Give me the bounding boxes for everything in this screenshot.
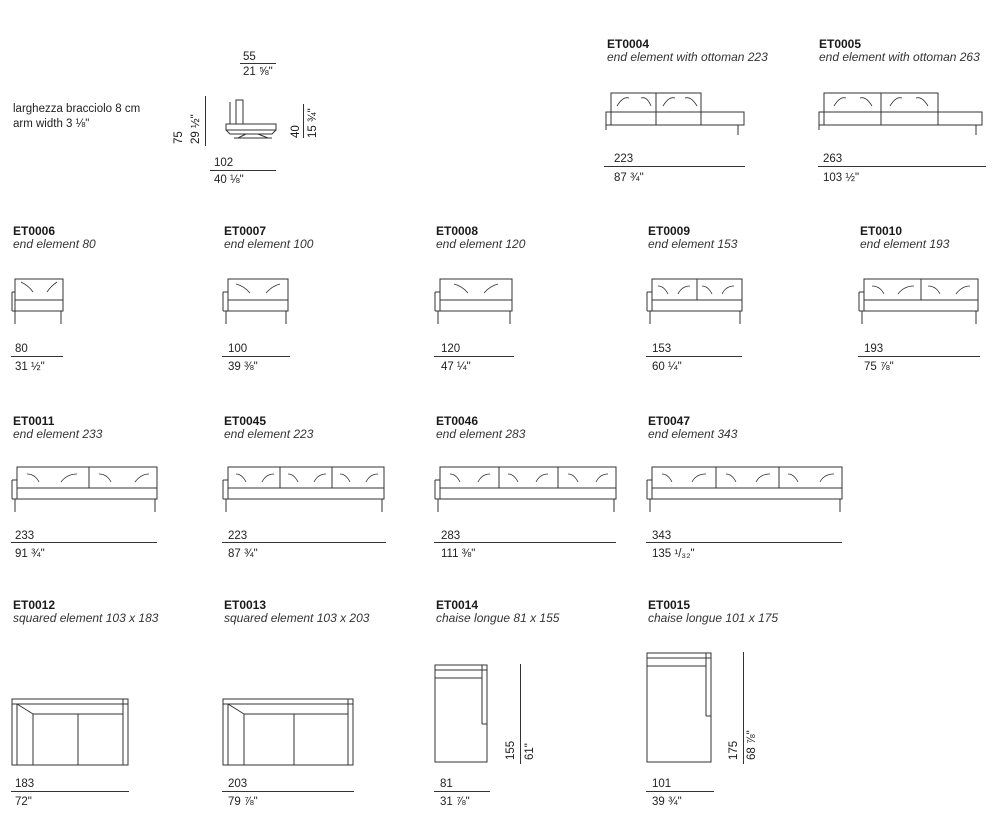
product-description: end element with ottoman 263 xyxy=(819,50,980,64)
product-code: ET0045 xyxy=(224,414,267,428)
sofa-drawing xyxy=(222,466,385,512)
width-cm: 81 xyxy=(440,778,453,790)
section-view-drawing xyxy=(225,99,277,139)
product-description: end element 233 xyxy=(13,427,103,441)
width-cm: 101 xyxy=(652,778,672,790)
product-description: chaise longue 81 x 155 xyxy=(436,611,560,625)
width-in: 31 ½" xyxy=(15,361,45,373)
product-description: end element 153 xyxy=(648,237,738,251)
sofa-drawing xyxy=(646,278,743,324)
product-code: ET0006 xyxy=(13,224,56,238)
product-code: ET0005 xyxy=(819,37,862,51)
product-code: ET0014 xyxy=(436,598,479,612)
width-cm: 153 xyxy=(652,343,672,355)
product-description: end element 80 xyxy=(13,237,96,251)
product-code: ET0004 xyxy=(607,37,650,51)
width-in: 91 ¾" xyxy=(15,548,45,560)
width-cm: 203 xyxy=(228,778,248,790)
product-description: end element 343 xyxy=(648,427,738,441)
seat-height-cm: 40 xyxy=(290,125,302,138)
depth-cm: 175 xyxy=(728,740,740,760)
width-cm: 223 xyxy=(228,530,248,542)
sofa-drawing xyxy=(434,466,617,512)
sofa-drawing xyxy=(858,278,979,324)
width-in: 79 ⅞" xyxy=(228,796,258,808)
sofa-drawing xyxy=(222,278,289,324)
width-cm: 100 xyxy=(228,343,248,355)
width-in: 39 ⅜" xyxy=(228,361,258,373)
product-description: squared element 103 x 183 xyxy=(13,611,159,625)
width-in: 135 ¹/₃₂" xyxy=(652,548,695,560)
product-description: chaise longue 101 x 175 xyxy=(648,611,779,625)
product-code: ET0009 xyxy=(648,224,691,238)
width-in: 72" xyxy=(15,796,32,808)
width-cm: 120 xyxy=(441,343,461,355)
product-description: end element 223 xyxy=(224,427,314,441)
product-code: ET0007 xyxy=(224,224,267,238)
product-description: end element 120 xyxy=(436,237,526,251)
width-in: 87 ¾" xyxy=(228,548,258,560)
product-code: ET0011 xyxy=(13,414,55,428)
width-cm: 183 xyxy=(15,778,35,790)
sofa-plan-drawing xyxy=(11,698,129,766)
depth-cm: 55 xyxy=(243,51,256,63)
width-cm: 343 xyxy=(652,530,672,542)
width-cm: 223 xyxy=(614,153,634,165)
height-cm: 75 xyxy=(173,131,185,144)
product-description: end element with ottoman 223 xyxy=(607,50,768,64)
sofa-plan-drawing xyxy=(222,698,354,766)
depth-cm: 155 xyxy=(505,740,517,760)
depth-in: 61" xyxy=(524,743,536,760)
sofa-drawing xyxy=(646,466,843,512)
width-cm: 233 xyxy=(15,530,35,542)
sofa-drawing xyxy=(11,466,158,512)
product-code: ET0047 xyxy=(648,414,691,428)
width-in: 31 ⅞" xyxy=(440,796,470,808)
width-in: 87 ¾" xyxy=(614,172,644,184)
width-cm: 102 xyxy=(214,157,234,169)
product-description: end element 283 xyxy=(436,427,526,441)
product-code: ET0008 xyxy=(436,224,479,238)
width-cm: 263 xyxy=(823,153,843,165)
width-in: 60 ¼" xyxy=(652,361,682,373)
product-code: ET0012 xyxy=(13,598,56,612)
depth-in: 68 ⅞" xyxy=(746,730,758,760)
width-in: 39 ¾" xyxy=(652,796,682,808)
arm-width-label-en: arm width 3 ⅛" xyxy=(13,118,90,130)
arm-width-label-it: larghezza bracciolo 8 cm xyxy=(13,103,141,115)
width-in: 111 ⅜" xyxy=(441,548,476,560)
sofa-drawing xyxy=(605,92,745,135)
width-cm: 193 xyxy=(864,343,884,355)
sofa-drawing xyxy=(818,92,983,135)
width-in: 40 ⅛" xyxy=(214,174,244,186)
width-in: 75 ⅞" xyxy=(864,361,894,373)
width-cm: 80 xyxy=(15,343,28,355)
width-cm: 283 xyxy=(441,530,461,542)
product-description: squared element 103 x 203 xyxy=(224,611,370,625)
chaise-plan-drawing xyxy=(646,652,712,763)
product-description: end element 100 xyxy=(224,237,314,251)
product-code: ET0010 xyxy=(860,224,903,238)
product-code: ET0015 xyxy=(648,598,691,612)
width-in: 47 ¼" xyxy=(441,361,471,373)
height-in: 29 ½" xyxy=(190,114,202,144)
product-code: ET0013 xyxy=(224,598,267,612)
width-in: 103 ½" xyxy=(823,172,860,184)
product-code: ET0046 xyxy=(436,414,479,428)
seat-height-in: 15 ¾" xyxy=(307,108,319,138)
chaise-plan-drawing xyxy=(434,664,488,763)
depth-in: 21 ⅝" xyxy=(243,66,273,78)
sofa-drawing xyxy=(11,278,64,324)
sofa-drawing xyxy=(434,278,513,324)
product-description: end element 193 xyxy=(860,237,950,251)
